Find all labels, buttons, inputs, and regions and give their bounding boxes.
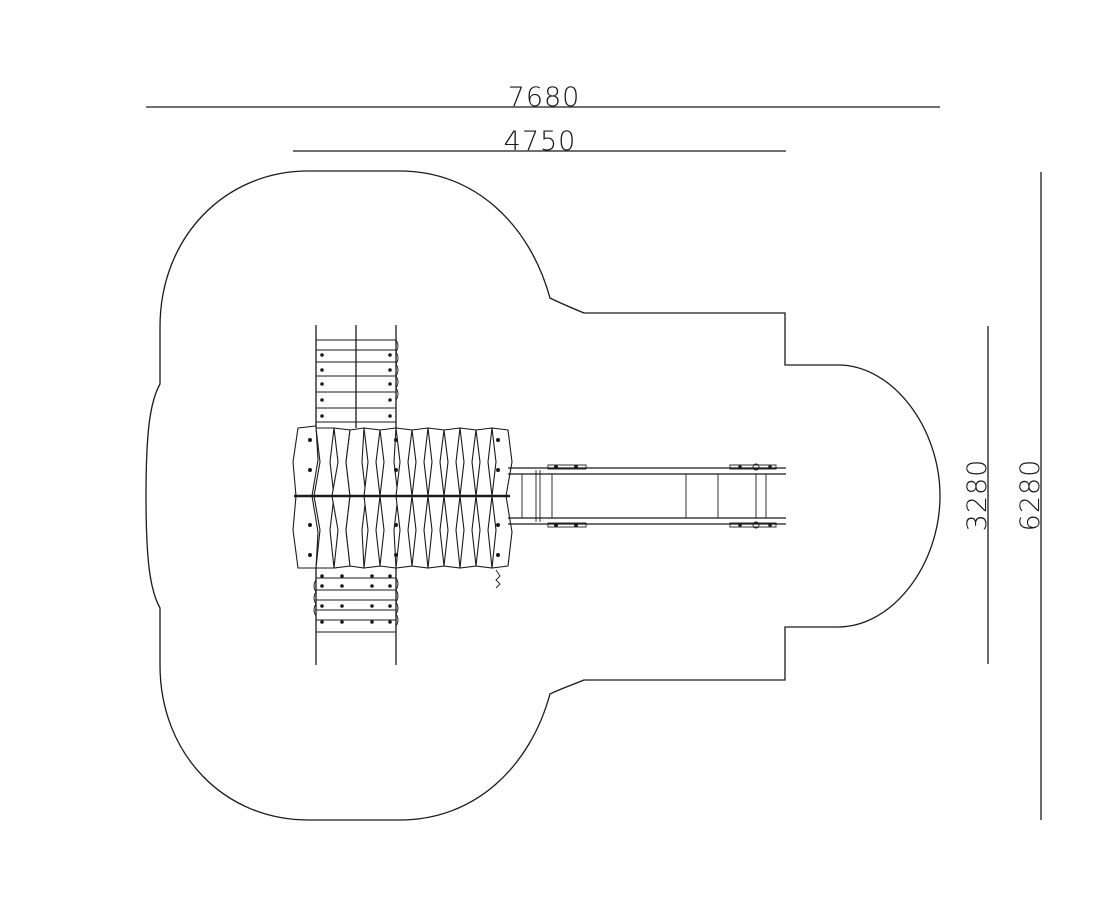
dimension-structure-width: 4750 — [293, 126, 786, 157]
dimension-overall-depth: 6280 — [1015, 172, 1046, 820]
bridge-walkway — [508, 463, 786, 529]
dimension-overall-width: 7680 — [146, 82, 940, 113]
dimension-structure-depth-label: 3280 — [962, 459, 993, 532]
safety-zone-outline — [145, 170, 941, 821]
upper-ladder — [315, 325, 399, 428]
dimension-structure-width-label: 4750 — [504, 126, 577, 157]
main-platform-deck — [292, 425, 513, 569]
dimension-overall-depth-label: 6280 — [1015, 459, 1046, 532]
dimension-structure-depth: 3280 — [962, 326, 993, 664]
lower-ladder — [313, 568, 501, 665]
dimension-overall-width-label: 7680 — [508, 82, 581, 113]
